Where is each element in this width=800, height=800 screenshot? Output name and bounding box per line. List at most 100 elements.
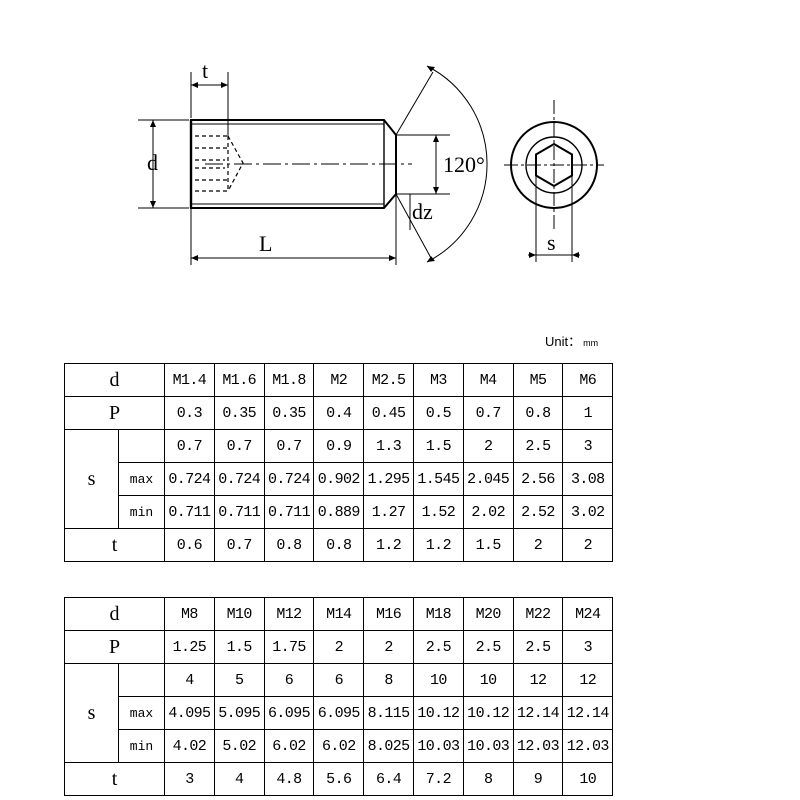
t-cell: 1.2 <box>363 528 414 562</box>
pitch-cell: 0.45 <box>363 396 414 430</box>
s-nominal-cell: 2 <box>462 429 514 463</box>
spec-table-small: d M1.4 M1.6 M1.8 M2 M2.5 M3 M4 M5 M6 P 0… <box>64 363 614 562</box>
s-max-cell: 2.045 <box>462 462 514 496</box>
size-cell: M20 <box>462 597 514 631</box>
size-cell: M1.6 <box>213 363 265 397</box>
dim-t-label: t <box>202 58 208 83</box>
pitch-cell: 2 <box>363 630 414 664</box>
s-max-cell: 5.095 <box>213 696 265 730</box>
size-cell: M14 <box>313 597 365 631</box>
size-cell: M18 <box>412 597 464 631</box>
t-cell: 6.4 <box>363 762 414 796</box>
s-nominal-cell: 12 <box>512 663 564 697</box>
s-nominal-cell: 0.9 <box>313 429 365 463</box>
pitch-cell: 2 <box>313 630 365 664</box>
s-min-cell: 5.02 <box>213 729 265 763</box>
t-cell: 9 <box>512 762 564 796</box>
s-max-cell: 0.724 <box>263 462 315 496</box>
s-nominal-cell: 0.7 <box>213 429 265 463</box>
s-max-cell: 0.902 <box>313 462 365 496</box>
s-nominal-cell: 1.5 <box>412 429 464 463</box>
s-min-cell: 0.711 <box>263 495 315 529</box>
sub-max: max <box>118 696 165 730</box>
s-max-cell: 10.12 <box>462 696 514 730</box>
header-s: s <box>64 429 119 529</box>
s-min-cell: 10.03 <box>412 729 464 763</box>
pitch-cell: 1.75 <box>263 630 315 664</box>
t-cell: 8 <box>462 762 514 796</box>
table-row-s-max: max 0.724 0.724 0.724 0.902 1.295 1.545 … <box>65 462 614 496</box>
pitch-cell: 0.7 <box>462 396 514 430</box>
pitch-cell: 1.5 <box>213 630 265 664</box>
s-max-cell: 8.115 <box>363 696 414 730</box>
t-cell: 2 <box>562 528 614 562</box>
size-cell: M16 <box>363 597 414 631</box>
t-cell: 2 <box>512 528 564 562</box>
s-max-cell: 1.295 <box>363 462 414 496</box>
pitch-cell: 1 <box>562 396 614 430</box>
table-row-s-max: max 4.095 5.095 6.095 6.095 8.115 10.12 … <box>65 696 614 730</box>
s-min-cell: 6.02 <box>263 729 315 763</box>
table-row-p: P 1.25 1.5 1.75 2 2 2.5 2.5 2.5 3 <box>64 630 614 664</box>
s-min-cell: 8.025 <box>363 729 414 763</box>
t-cell: 0.6 <box>164 528 215 562</box>
header-t: t <box>64 762 165 796</box>
s-min-cell: 2.52 <box>512 495 564 529</box>
t-cell: 0.7 <box>213 528 265 562</box>
table-row-s-nominal: s 0.7 0.7 0.7 0.9 1.3 1.5 2 2.5 3 <box>64 429 614 529</box>
s-min-cell: 12.03 <box>512 729 564 763</box>
s-max-cell: 6.095 <box>313 696 365 730</box>
pitch-cell: 0.3 <box>164 396 215 430</box>
size-cell: M6 <box>562 363 614 397</box>
pitch-cell: 2.5 <box>462 630 514 664</box>
sub-min: min <box>118 495 165 529</box>
table-row-p: P 0.3 0.35 0.35 0.4 0.45 0.5 0.7 0.8 1 <box>64 396 614 430</box>
pitch-cell: 0.35 <box>263 396 315 430</box>
unit-label: Unit：mm <box>545 331 598 350</box>
unit-caption: Unit： <box>545 334 582 349</box>
end-view <box>504 100 604 262</box>
table-row-d: d M8 M10 M12 M14 M16 M18 M20 M22 M24 <box>64 597 614 631</box>
dim-dz-label: dz <box>412 199 433 224</box>
header-d: d <box>64 363 165 397</box>
size-cell: M10 <box>213 597 265 631</box>
s-min-cell: 0.889 <box>313 495 365 529</box>
dim-angle-label: 120° <box>443 152 485 177</box>
header-s: s <box>64 663 119 763</box>
sub-min: min <box>118 729 165 763</box>
s-min-cell: 1.27 <box>363 495 414 529</box>
s-nominal-cell: 5 <box>213 663 265 697</box>
s-min-cell: 6.02 <box>313 729 365 763</box>
dim-d-label: d <box>147 150 158 175</box>
t-cell: 4.8 <box>263 762 315 796</box>
s-nominal-cell: 10 <box>462 663 514 697</box>
sub-nominal <box>118 429 165 463</box>
t-cell: 5.6 <box>313 762 365 796</box>
s-min-cell: 12.03 <box>562 729 614 763</box>
s-nominal-cell: 4 <box>164 663 215 697</box>
pitch-cell: 0.4 <box>313 396 365 430</box>
s-min-cell: 0.711 <box>164 495 215 529</box>
size-cell: M2 <box>313 363 365 397</box>
s-max-cell: 0.724 <box>164 462 215 496</box>
t-cell: 3 <box>164 762 215 796</box>
socket-hidden-lines <box>195 135 244 192</box>
size-cell: M2.5 <box>363 363 414 397</box>
table-row-t: t 0.6 0.7 0.8 0.8 1.2 1.2 1.5 2 2 <box>64 528 614 562</box>
t-cell: 7.2 <box>412 762 464 796</box>
table-row-s-min: min 0.711 0.711 0.711 0.889 1.27 1.52 2.… <box>65 495 614 529</box>
size-cell: M12 <box>263 597 315 631</box>
s-nominal-cell: 10 <box>412 663 464 697</box>
s-nominal-cell: 3 <box>562 429 614 463</box>
pitch-cell: 2.5 <box>512 630 564 664</box>
angle-arc <box>426 65 488 263</box>
table-row-s-nominal: s 4 5 6 6 8 10 10 12 12 <box>64 663 614 763</box>
s-nominal-cell: 6 <box>263 663 315 697</box>
pitch-cell: 3 <box>562 630 614 664</box>
s-min-cell: 0.711 <box>213 495 265 529</box>
side-view <box>138 65 488 265</box>
s-nominal-cell: 0.7 <box>263 429 315 463</box>
s-min-cell: 10.03 <box>462 729 514 763</box>
pitch-cell: 0.5 <box>412 396 464 430</box>
s-max-cell: 6.095 <box>263 696 315 730</box>
